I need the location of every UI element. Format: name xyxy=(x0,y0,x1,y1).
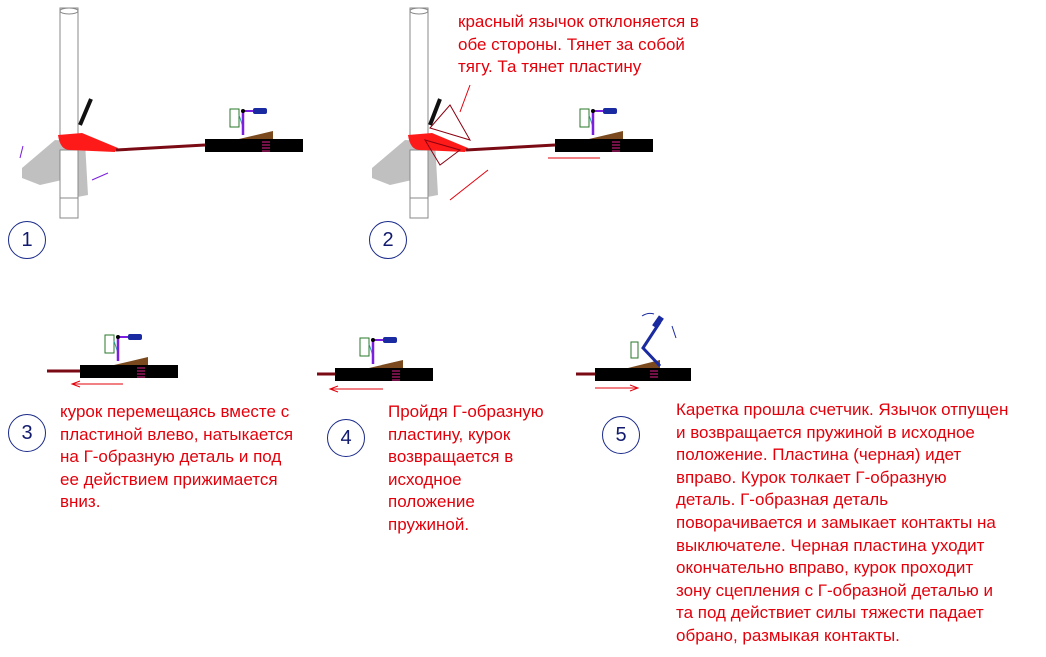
caption-step-1-2: красный язычок отклоняется в обе стороны… xyxy=(458,12,699,77)
step-number-2: 2 xyxy=(369,221,407,259)
figure-4 xyxy=(317,335,435,393)
figure-5 xyxy=(576,312,691,392)
caption-step-5: Каретка прошла счетчик. Язычок отпущен и… xyxy=(676,400,1009,645)
step-number-1: 1 xyxy=(8,221,46,259)
figure-1 xyxy=(19,7,305,219)
figure-3 xyxy=(47,332,180,388)
step-number-4: 4 xyxy=(327,419,365,457)
caption-step-4: Пройдя Г-образную пластину, курок возвра… xyxy=(388,402,544,534)
figure-2 xyxy=(372,7,655,219)
step-number-5: 5 xyxy=(602,416,640,454)
step-number-3: 3 xyxy=(8,414,46,452)
caption-step-3: курок перемещаясь вместе с пластиной вле… xyxy=(60,402,294,512)
